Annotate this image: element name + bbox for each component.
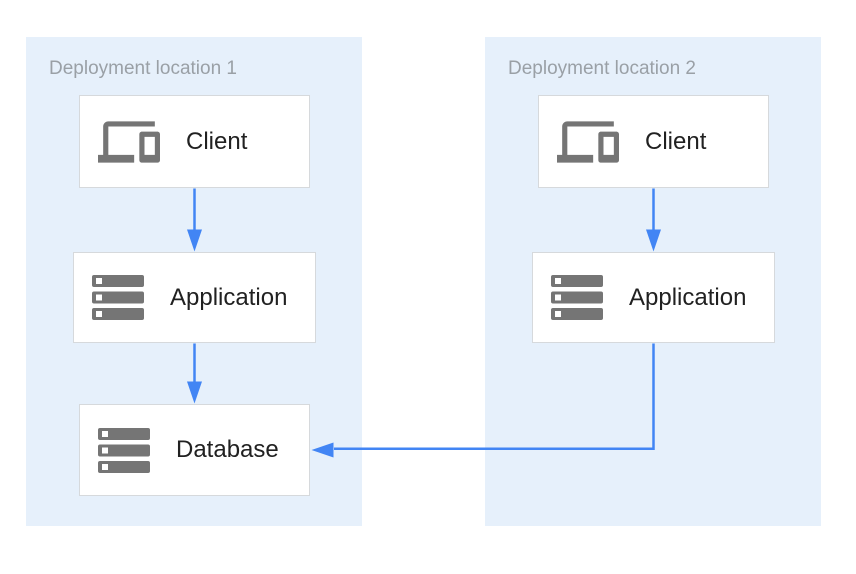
arrowhead-application1-to-database1 — [187, 381, 202, 404]
node-database-1: Database — [79, 404, 310, 496]
arrowhead-application2-to-database1 — [311, 442, 334, 458]
server-stack-icon — [98, 427, 150, 473]
node-application-1: Application — [73, 252, 316, 343]
node-label: Client — [186, 127, 248, 155]
arrowhead-client1-to-application1 — [187, 229, 202, 252]
node-label: Client — [645, 127, 707, 155]
node-label: Application — [629, 283, 747, 311]
devices-icon — [98, 111, 160, 173]
zone-label-2: Deployment location 2 — [508, 58, 696, 79]
node-label: Database — [176, 436, 279, 463]
zone-label-1: Deployment location 1 — [49, 58, 237, 79]
arrow-application2-to-database1 — [334, 343, 655, 450]
node-label: Application — [170, 283, 288, 311]
node-application-2: Application — [532, 252, 775, 343]
server-stack-icon — [92, 275, 144, 320]
devices-icon — [557, 111, 619, 173]
server-stack-icon — [551, 275, 603, 320]
node-client-1: Client — [79, 95, 310, 188]
node-client-2: Client — [538, 95, 769, 188]
arrowhead-client2-to-application2 — [646, 229, 661, 252]
